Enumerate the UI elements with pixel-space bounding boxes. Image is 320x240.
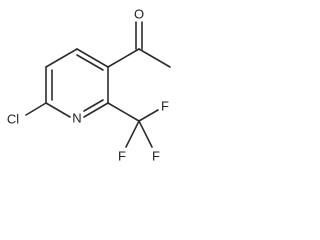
- bond-c2-cf3: [107, 102, 140, 122]
- bond-n1-c2: [83, 102, 109, 118]
- bond-c3-carbonyl: [107, 48, 140, 68]
- bond-cf3-fluorine-top: [138, 109, 159, 122]
- bond-c3-c4-double: [76, 54, 104, 71]
- chemical-structure-diagram: O N Cl F F F: [7, 6, 171, 163]
- bond-c3-c4: [76, 48, 109, 68]
- bond-cf3-fluorine-right: [138, 120, 153, 148]
- bond-c4-c5: [45, 48, 78, 68]
- bond-c6-n1: [45, 102, 71, 118]
- bond-cf3-fluorine-left: [125, 120, 140, 148]
- atom-nitrogen: N: [72, 110, 81, 125]
- bond-c6-chlorine: [25, 102, 47, 116]
- bond-n1-c2-double: [83, 99, 104, 112]
- atom-fluorine-top: F: [161, 98, 169, 113]
- atom-chlorine: Cl: [7, 111, 19, 126]
- atom-oxygen: O: [134, 6, 144, 21]
- atom-fluorine-right: F: [152, 148, 160, 163]
- bond-carbonyl-methyl: [138, 48, 171, 68]
- atom-fluorine-left: F: [118, 148, 126, 163]
